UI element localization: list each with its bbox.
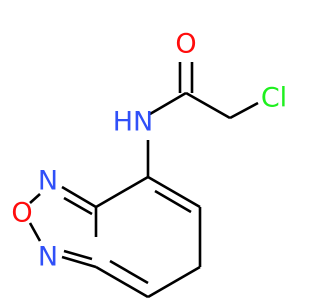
bond-c6-c7 <box>147 265 201 299</box>
bond-c4-c5 <box>147 175 201 209</box>
bond-c3a-c4 <box>95 175 149 209</box>
bond-n3-o1 <box>29 193 41 204</box>
atom-chlorine: Cl <box>261 83 287 114</box>
bond-c3a-n3-double <box>63 196 93 216</box>
molecule-structure: O HN Cl N O N <box>11 29 287 299</box>
bonds <box>28 62 259 299</box>
bond-c4-c5-inner <box>154 189 192 214</box>
atom-nitrogen-ring-top: N <box>38 166 58 197</box>
bond-c3a-n3 <box>61 185 97 209</box>
atom-nitrogen-ring-bottom: N <box>38 242 58 273</box>
atom-nitrogen-amide: HN <box>113 107 154 138</box>
bond-n-carbonyl <box>149 91 187 116</box>
bond-o1-n2 <box>28 222 42 242</box>
bond-ch2-cl <box>229 101 259 120</box>
bond-c7a-n2 <box>61 255 97 269</box>
atom-oxygen-ring: O <box>11 198 32 229</box>
molecule-canvas: O HN Cl N O N <box>11 29 287 299</box>
bond-c7a-n2-double <box>63 249 93 261</box>
bond-c7-c7a-inner <box>109 259 149 285</box>
bond-carbonyl-ch2 <box>185 91 231 120</box>
bond-c7-c7a <box>95 265 149 299</box>
atom-oxygen-carbonyl: O <box>175 29 196 60</box>
